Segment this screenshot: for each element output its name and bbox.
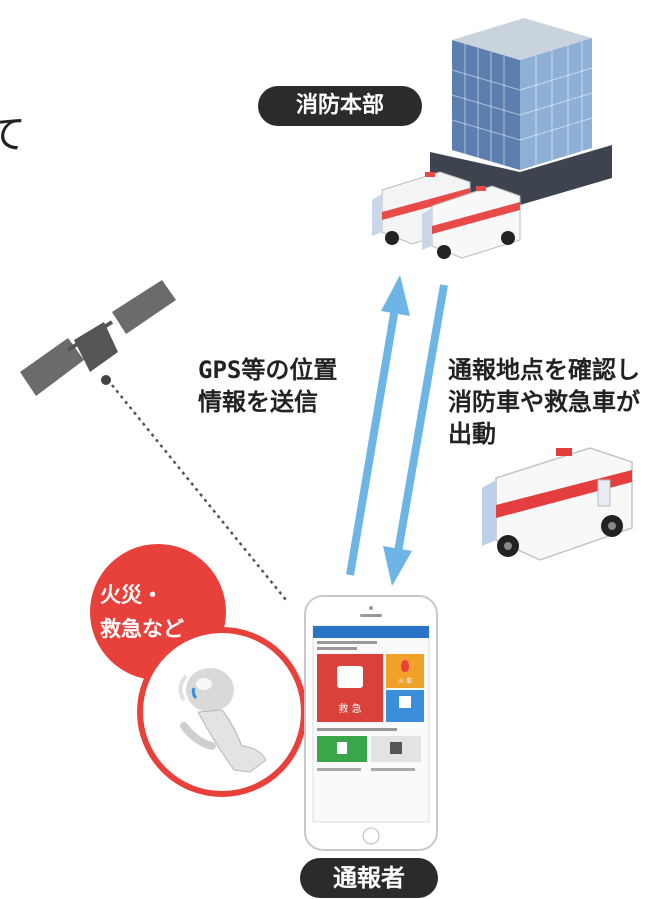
uplink-caption: GPS等の位置 情報を送信 <box>198 354 358 418</box>
emergency-badge-text: 火災・ 救急など <box>100 578 220 646</box>
fire-tile[interactable]: 火 事 <box>386 654 424 688</box>
hq-label: 消防本部 <box>258 86 422 126</box>
uplink-line-2: 情報を送信 <box>198 388 318 416</box>
emergency-line-2: 救急など <box>100 617 184 641</box>
ambulance-icon <box>482 447 633 561</box>
ambulance-icon <box>422 185 521 259</box>
building-icon <box>430 18 612 205</box>
app-header <box>313 626 429 638</box>
app-footnote <box>317 768 361 771</box>
emergency-line-1: 火災・ <box>100 583 163 607</box>
app-subheader <box>317 647 357 650</box>
satellite-icon <box>20 280 176 396</box>
app-section-text <box>317 728 397 731</box>
info-tile[interactable] <box>386 690 424 722</box>
emergency-tile[interactable]: 救 急 <box>317 654 383 722</box>
tile-main-label: 救 急 <box>338 704 362 715</box>
app-footnote <box>371 768 415 771</box>
hospital-icon <box>399 696 411 708</box>
dispatch-line-1: 通報地点を確認し <box>448 356 640 384</box>
guide-tile[interactable] <box>317 736 367 762</box>
cut-off-glyph: て <box>0 112 26 158</box>
dispatch-arrow <box>383 284 448 586</box>
tile-fire-label: 火 事 <box>398 678 412 685</box>
fire-icon <box>401 660 409 672</box>
qr-tile[interactable] <box>371 736 421 762</box>
app-subheader <box>317 641 377 644</box>
phone-screen: 救 急 火 事 <box>313 626 429 822</box>
uplink-line-1: GPS等の位置 <box>198 356 338 384</box>
dispatch-line-2: 消防車や救急車が <box>448 388 640 416</box>
uplink-arrow <box>346 275 410 576</box>
dispatch-caption: 通報地点を確認し 消防車や救急車が 出動 <box>448 354 668 450</box>
first-aid-icon <box>337 666 363 688</box>
guide-icon <box>337 742 347 754</box>
caller-label: 通報者 <box>300 858 438 898</box>
dispatch-line-3: 出動 <box>448 420 496 448</box>
qr-icon <box>390 742 402 754</box>
person-icon <box>137 627 307 797</box>
